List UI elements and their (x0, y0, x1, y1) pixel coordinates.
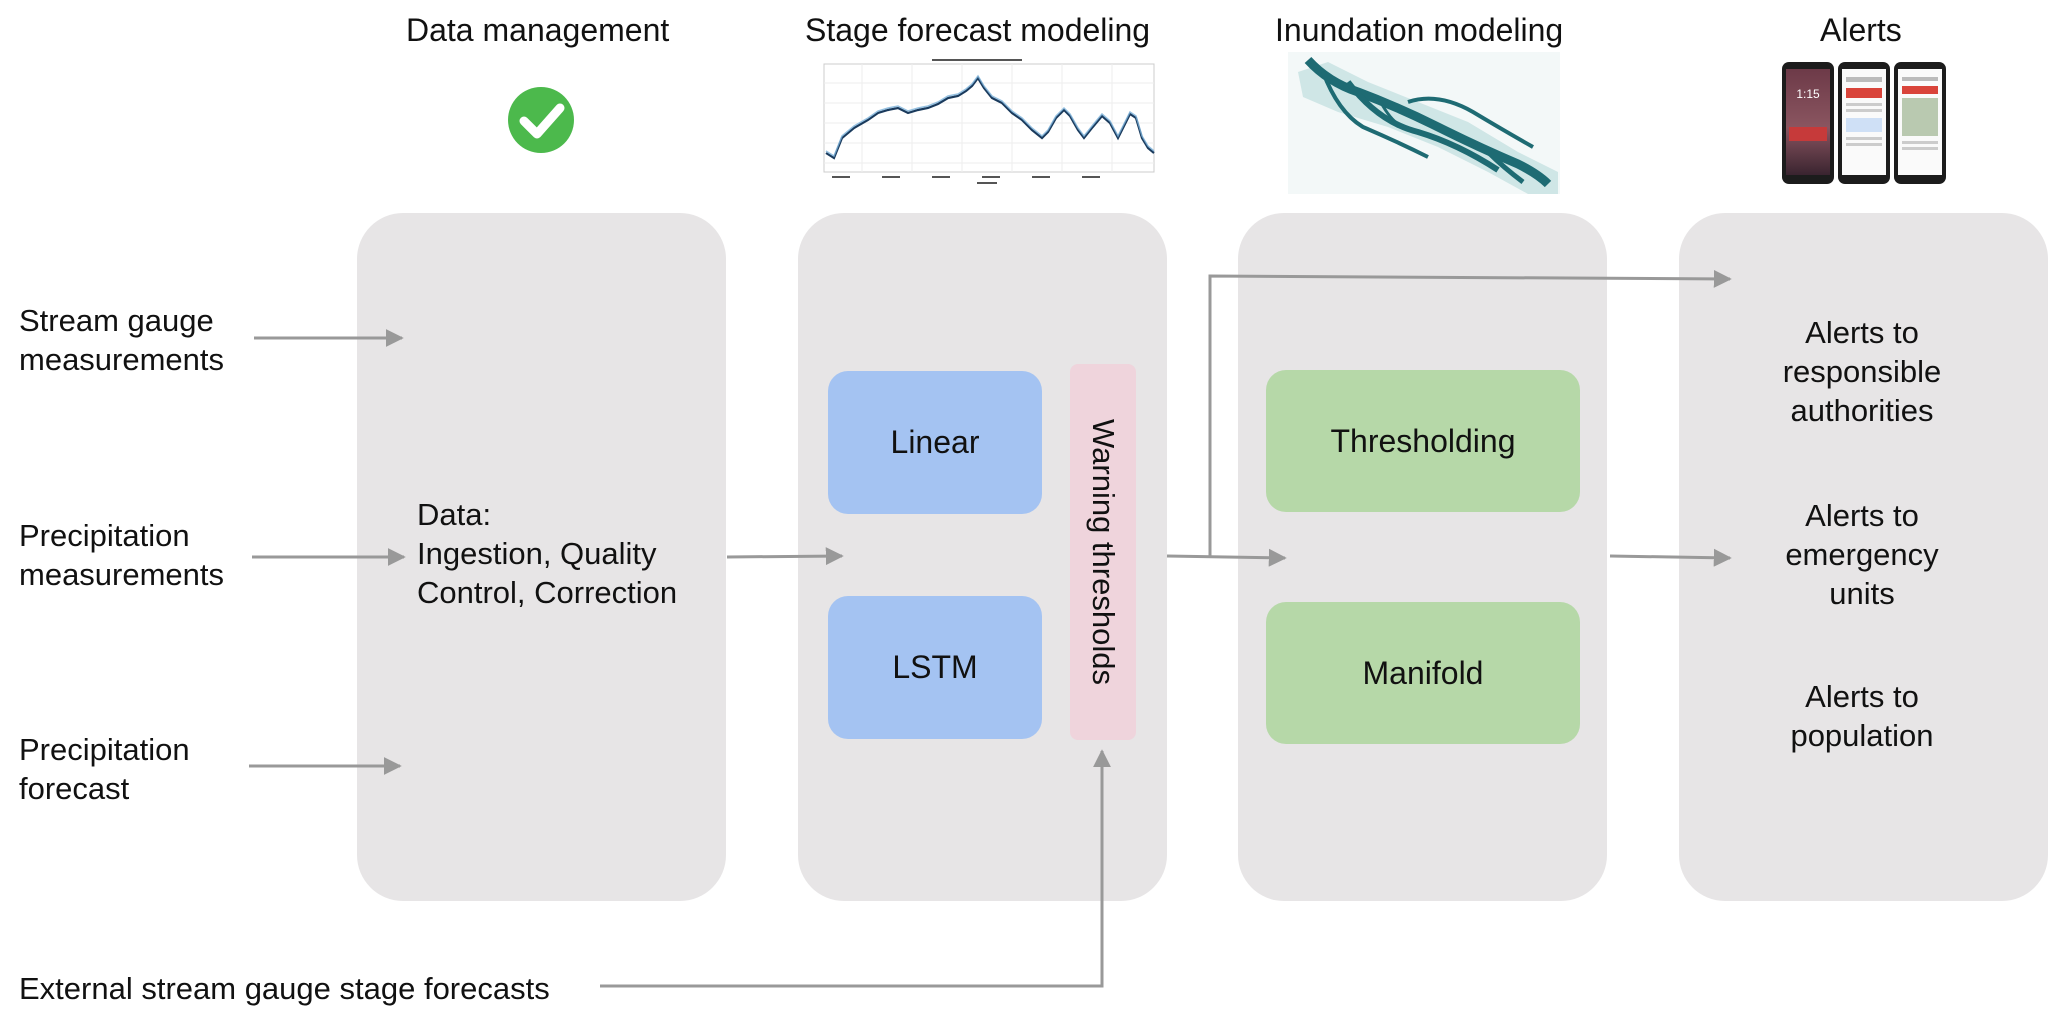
phone-middle (1838, 62, 1890, 184)
column-title-inundation: Inundation modeling (1275, 12, 1564, 48)
panel-inundation (1238, 213, 1607, 901)
inundation-map-thumbnail (1288, 52, 1560, 194)
model-lstm: LSTM (828, 596, 1042, 739)
column-title-stage-forecast: Stage forecast modeling (805, 12, 1151, 48)
stage-chart-thumbnail (823, 59, 1155, 184)
phone-right (1894, 62, 1946, 184)
warning-thresholds: Warning thresholds (1070, 364, 1136, 740)
column-title-alerts: Alerts (1820, 12, 1902, 48)
panel-alerts (1679, 213, 2048, 901)
input-external-forecasts: External stream gauge stage forecasts (19, 971, 550, 1006)
model-manifold: Manifold (1266, 602, 1580, 744)
column-title-data-management: Data management (406, 12, 670, 48)
phone-clock: 1:15 (1796, 87, 1820, 101)
phone-left: 1:15 (1782, 62, 1834, 184)
model-thresholding: Thresholding (1266, 370, 1580, 512)
model-linear: Linear (828, 371, 1042, 514)
